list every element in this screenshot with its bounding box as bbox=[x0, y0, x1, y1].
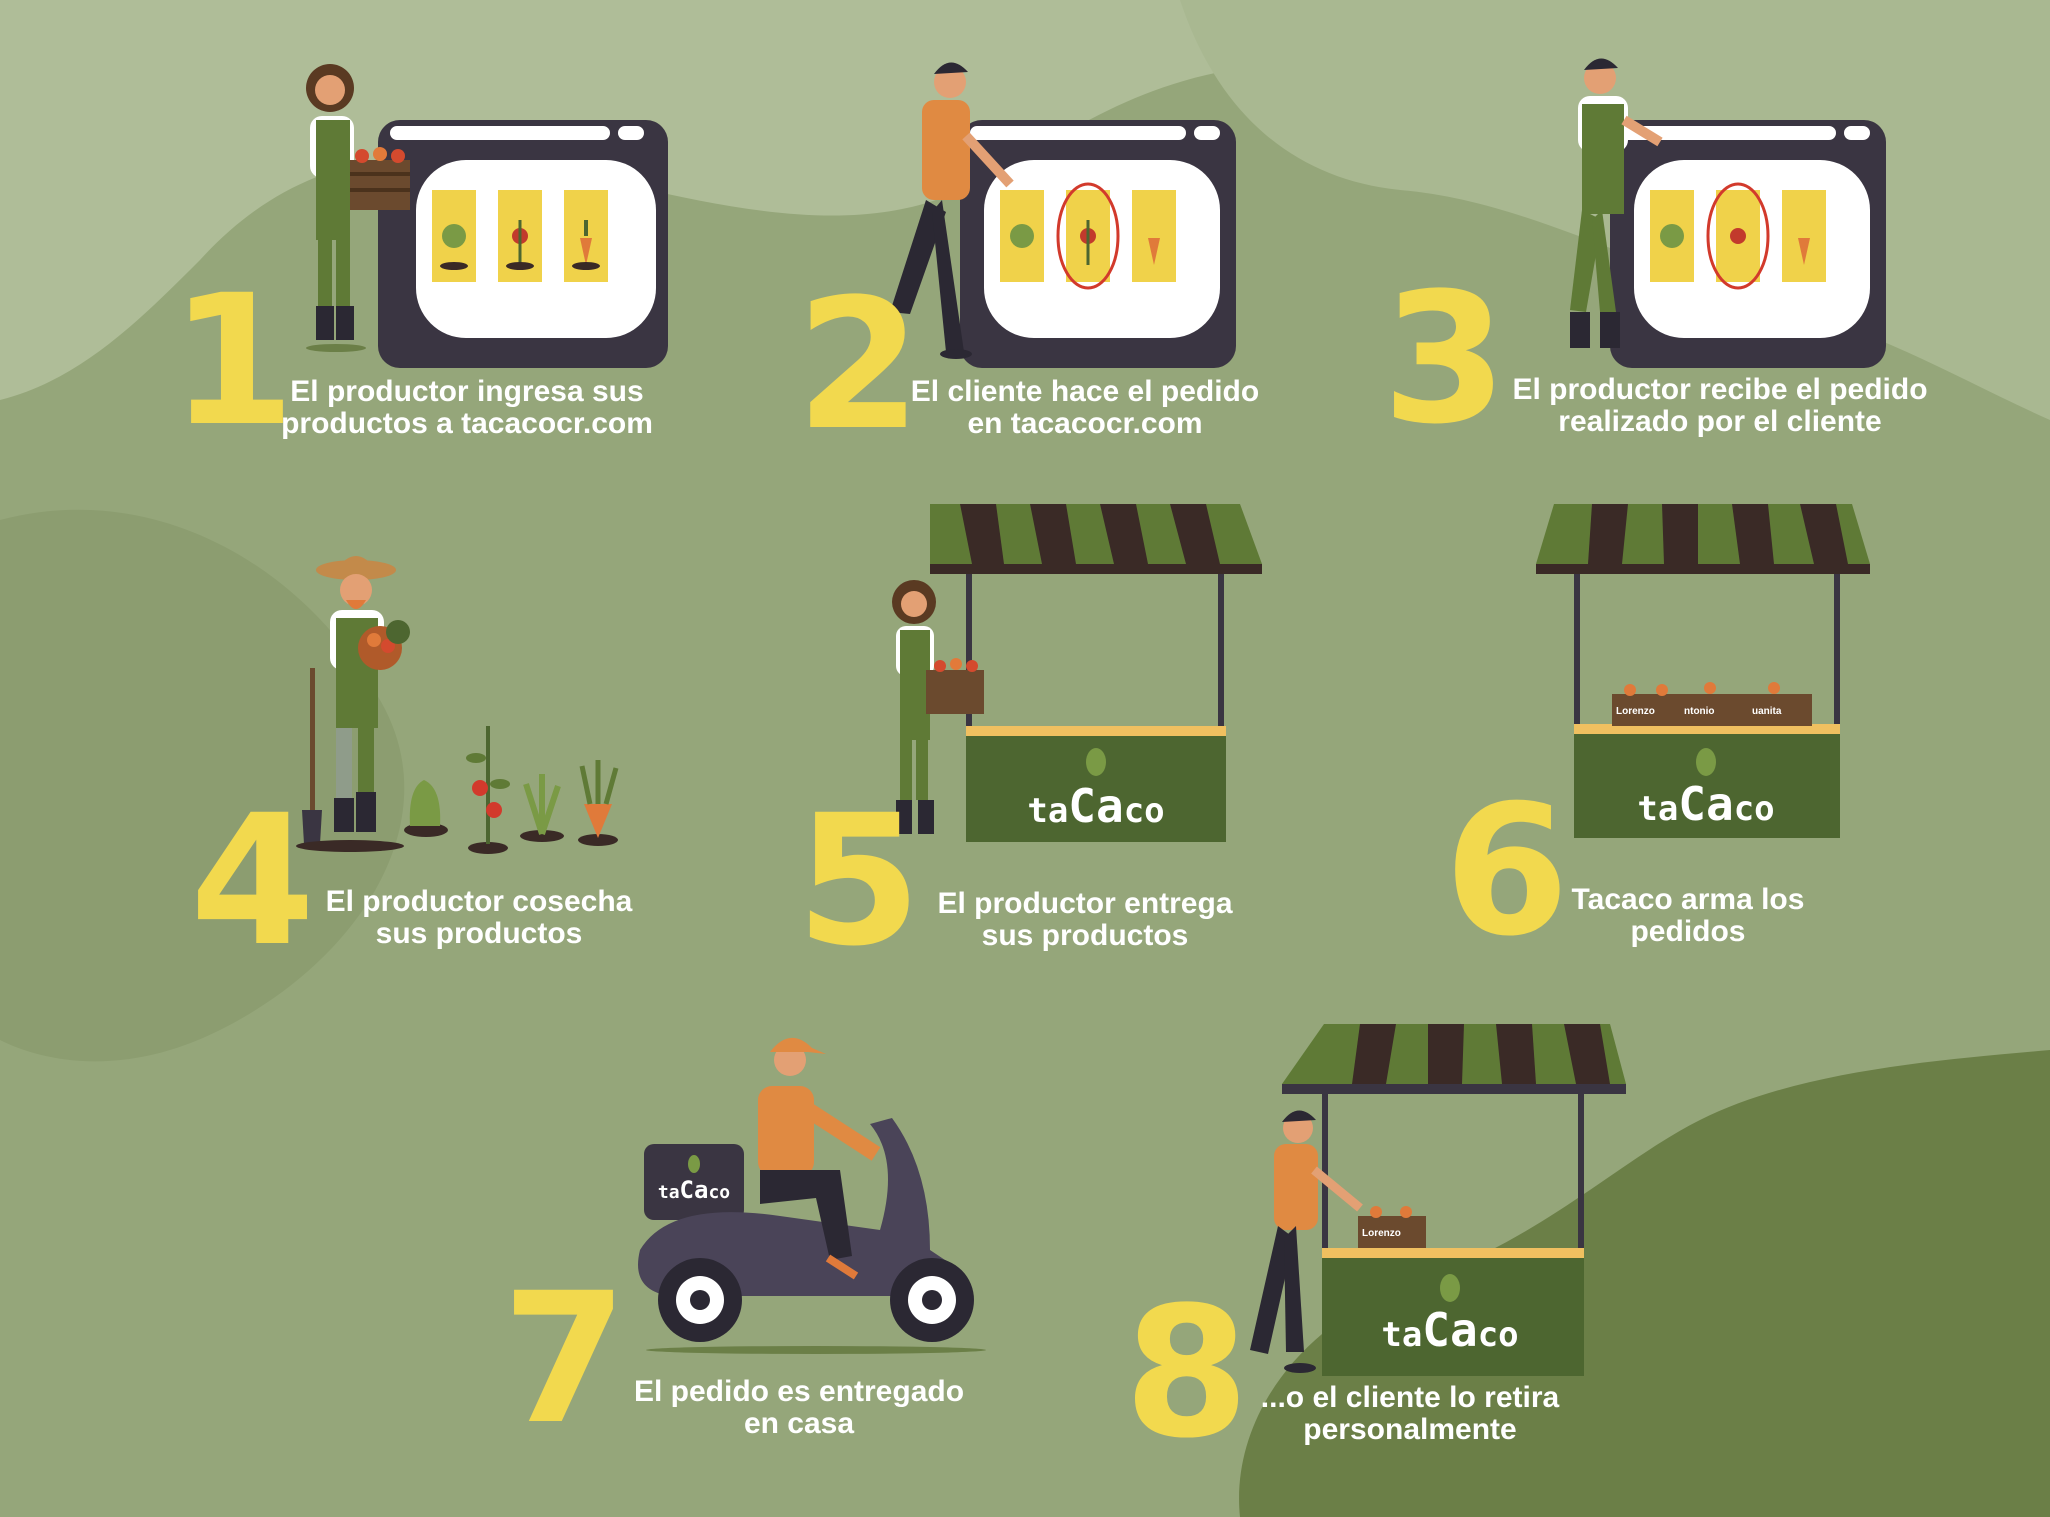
market-stall: Lorenzo taCaco bbox=[1282, 1024, 1626, 1376]
order-crates: Lorenzo ntonio uanita bbox=[1612, 682, 1812, 726]
caption-line: El productor ingresa sus bbox=[290, 375, 644, 408]
brand-middle: Ca bbox=[680, 1176, 709, 1204]
svg-text:taCaco: taCaco bbox=[1381, 1303, 1518, 1357]
brand-middle: Ca bbox=[1678, 777, 1733, 831]
caption-line: ...o el cliente lo retira bbox=[1260, 1381, 1560, 1414]
crate-label: ntonio bbox=[1684, 706, 1715, 717]
leaf-logo-icon bbox=[1086, 748, 1106, 776]
pickup-crate bbox=[1358, 1216, 1426, 1248]
home-delivery-scooter-illustration: taCaco bbox=[638, 1037, 986, 1354]
step-number: 5 bbox=[796, 777, 922, 986]
step-number: 4 bbox=[190, 777, 316, 986]
client-figure bbox=[880, 62, 1014, 359]
client-pickup-at-stall-illustration: Lorenzo taCaco bbox=[1250, 1024, 1626, 1376]
awning-stripes bbox=[1352, 1024, 1610, 1084]
caption-line: sus productos bbox=[981, 919, 1189, 952]
brand-prefix: ta bbox=[1381, 1315, 1422, 1355]
step-caption: Tacaco arma los pedidos bbox=[1548, 884, 1828, 948]
step-caption: El cliente hace el pedido en tacacocr.co… bbox=[900, 376, 1270, 440]
received-order-highlight bbox=[1706, 182, 1770, 290]
scooter bbox=[638, 1118, 986, 1354]
website-device: ••• bbox=[1610, 120, 1886, 368]
market-stall: Lorenzo ntonio uanita taCaco bbox=[1536, 504, 1870, 838]
step-caption: El productor recibe el pedido realizado … bbox=[1510, 374, 1930, 438]
svg-text:•••: ••• bbox=[1178, 285, 1195, 302]
step-caption: El productor cosecha sus productos bbox=[314, 886, 644, 950]
producer-delivering-to-stall-illustration: taCaco bbox=[892, 504, 1262, 842]
caption-line: Tacaco arma los bbox=[1571, 883, 1805, 916]
caption-line: pedidos bbox=[1630, 915, 1746, 948]
awning-stripes bbox=[960, 504, 1220, 564]
step-number: 7 bbox=[502, 1255, 628, 1464]
caption-line: personalmente bbox=[1303, 1413, 1517, 1446]
crate-label: Lorenzo bbox=[1362, 1228, 1401, 1239]
tacaco-packing-orders-illustration: Lorenzo ntonio uanita taCaco bbox=[1536, 504, 1870, 838]
leaf-logo-icon bbox=[1696, 748, 1716, 776]
farmer-figure bbox=[296, 556, 410, 852]
svg-text:taCaco: taCaco bbox=[658, 1176, 730, 1204]
caption-line: en casa bbox=[743, 1407, 855, 1440]
crop-plants bbox=[404, 726, 619, 854]
brand-suffix: co bbox=[1734, 789, 1775, 829]
caption-line: en tacacocr.com bbox=[967, 407, 1203, 440]
producer-figure bbox=[892, 580, 984, 834]
delivery-box: taCaco bbox=[644, 1144, 744, 1220]
step-caption: ...o el cliente lo retira personalmente bbox=[1240, 1382, 1580, 1446]
selected-product-highlight bbox=[1056, 182, 1120, 290]
svg-text:taCaco: taCaco bbox=[1637, 777, 1774, 831]
producer-figure bbox=[1570, 58, 1663, 348]
brand-middle: Ca bbox=[1068, 779, 1123, 833]
step-number: 6 bbox=[1444, 767, 1570, 976]
market-stall: taCaco bbox=[930, 504, 1262, 842]
brand-suffix: co bbox=[1478, 1315, 1519, 1355]
caption-line: sus productos bbox=[375, 917, 583, 950]
client-ordering-illustration: ••• bbox=[880, 62, 1236, 368]
step-number: 8 bbox=[1124, 1269, 1250, 1478]
brand-prefix: ta bbox=[658, 1182, 680, 1203]
brand-prefix: ta bbox=[1027, 791, 1068, 831]
caption-line: El cliente hace el pedido bbox=[910, 375, 1260, 408]
svg-text:•••: ••• bbox=[1828, 285, 1845, 302]
svg-text:taCaco: taCaco bbox=[1027, 779, 1164, 833]
mid-blob bbox=[0, 509, 405, 1062]
brand-suffix: co bbox=[1124, 791, 1165, 831]
leaf-logo-icon bbox=[688, 1155, 700, 1173]
caption-line: El productor entrega bbox=[937, 887, 1233, 920]
brand-prefix: ta bbox=[1637, 789, 1678, 829]
website-device: ••• bbox=[378, 120, 668, 368]
step-caption: El productor ingresa sus productos a tac… bbox=[262, 376, 672, 440]
crate-label: uanita bbox=[1752, 706, 1782, 717]
client-figure bbox=[1250, 1110, 1363, 1373]
website-device: ••• bbox=[960, 120, 1236, 368]
producer-figure bbox=[306, 64, 410, 352]
svg-text:•••: ••• bbox=[610, 285, 627, 302]
producer-receives-order-illustration: ••• bbox=[1570, 58, 1886, 368]
awning-stripes bbox=[1588, 504, 1848, 564]
brand-suffix: co bbox=[708, 1182, 730, 1203]
step-caption: El pedido es entregado en casa bbox=[614, 1376, 984, 1440]
step-number: 1 bbox=[170, 257, 296, 466]
dark-blob-bottom-right bbox=[1239, 1050, 2050, 1517]
caption-line: productos a tacacocr.com bbox=[281, 407, 653, 440]
crate-label: Lorenzo bbox=[1616, 706, 1655, 717]
caption-line: El productor recibe el pedido bbox=[1512, 373, 1928, 406]
producer-with-crate-illustration: ••• bbox=[306, 64, 668, 368]
producer-harvesting-illustration bbox=[296, 556, 619, 854]
step-number: 2 bbox=[796, 261, 922, 470]
brand-middle: Ca bbox=[1422, 1303, 1477, 1357]
caption-line: El productor cosecha bbox=[325, 885, 633, 918]
leaf-logo-icon bbox=[1440, 1274, 1460, 1302]
delivery-rider bbox=[758, 1037, 881, 1280]
caption-line: El pedido es entregado bbox=[633, 1375, 965, 1408]
step-caption: El productor entrega sus productos bbox=[920, 888, 1250, 952]
step-number: 3 bbox=[1382, 255, 1508, 464]
caption-line: realizado por el cliente bbox=[1558, 405, 1882, 438]
